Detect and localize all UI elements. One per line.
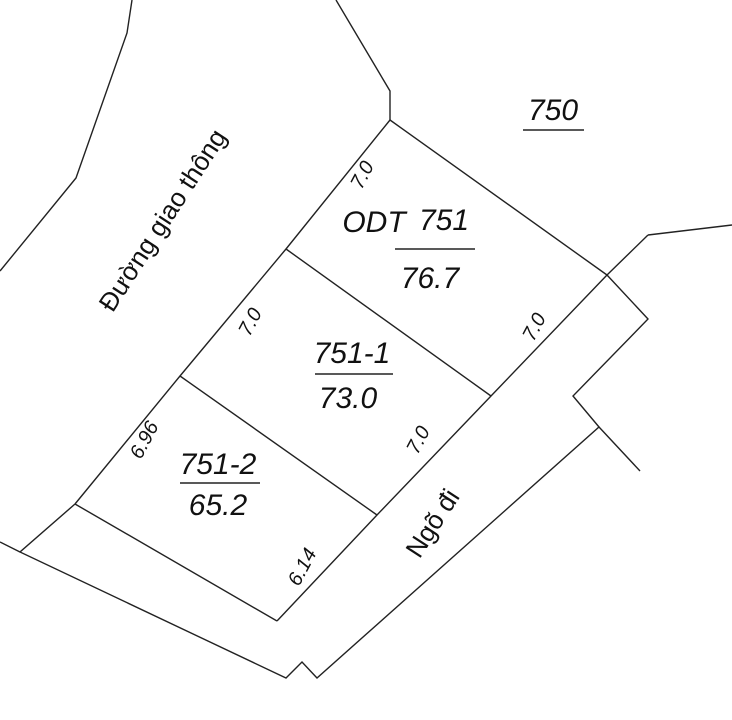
boundary-lines xyxy=(0,0,732,679)
labels: 750 ODT 751 76.7 751-1 73.0 751-2 65.2 7… xyxy=(92,94,584,590)
parcel-7512-number: 751-2 xyxy=(180,448,257,481)
divider-7511-7512 xyxy=(179,375,378,516)
divider-751-7511 xyxy=(285,248,492,397)
alley-right-edge xyxy=(572,274,649,428)
road-lower-left xyxy=(18,426,641,679)
parcel-7512-bottom-edge xyxy=(74,503,278,622)
parcel-751-top-edge xyxy=(389,119,608,276)
parcel-751-land-type: ODT xyxy=(342,206,408,239)
road-main-label: Đường giao thông xyxy=(92,124,232,317)
parcel-750-label: 750 xyxy=(528,94,578,127)
dim-7511-left: 7.0 xyxy=(234,305,266,340)
dim-7512-right: 6.14 xyxy=(284,545,322,590)
parcels-left-edge xyxy=(74,119,391,505)
parcel-7511-number: 751-1 xyxy=(314,337,391,370)
parcel-751-number: 751 xyxy=(419,204,469,237)
parcels-right-edge xyxy=(276,234,649,622)
dim-7511-right: 7.0 xyxy=(402,423,434,458)
road-lower-left-stub xyxy=(0,541,21,553)
parcel-751-area: 76.7 xyxy=(401,262,461,295)
parcel-750-boundary xyxy=(335,0,391,120)
neighbor-boundary-east xyxy=(647,224,732,236)
road-left-edge xyxy=(0,0,133,272)
parcel-7512-area: 65.2 xyxy=(189,489,248,522)
dim-7512-left: 6.96 xyxy=(126,417,164,462)
road-alley-label: Ngõ đi xyxy=(399,483,465,562)
dim-751-left: 7.0 xyxy=(346,158,378,193)
parcel-7511-area: 73.0 xyxy=(319,382,378,415)
